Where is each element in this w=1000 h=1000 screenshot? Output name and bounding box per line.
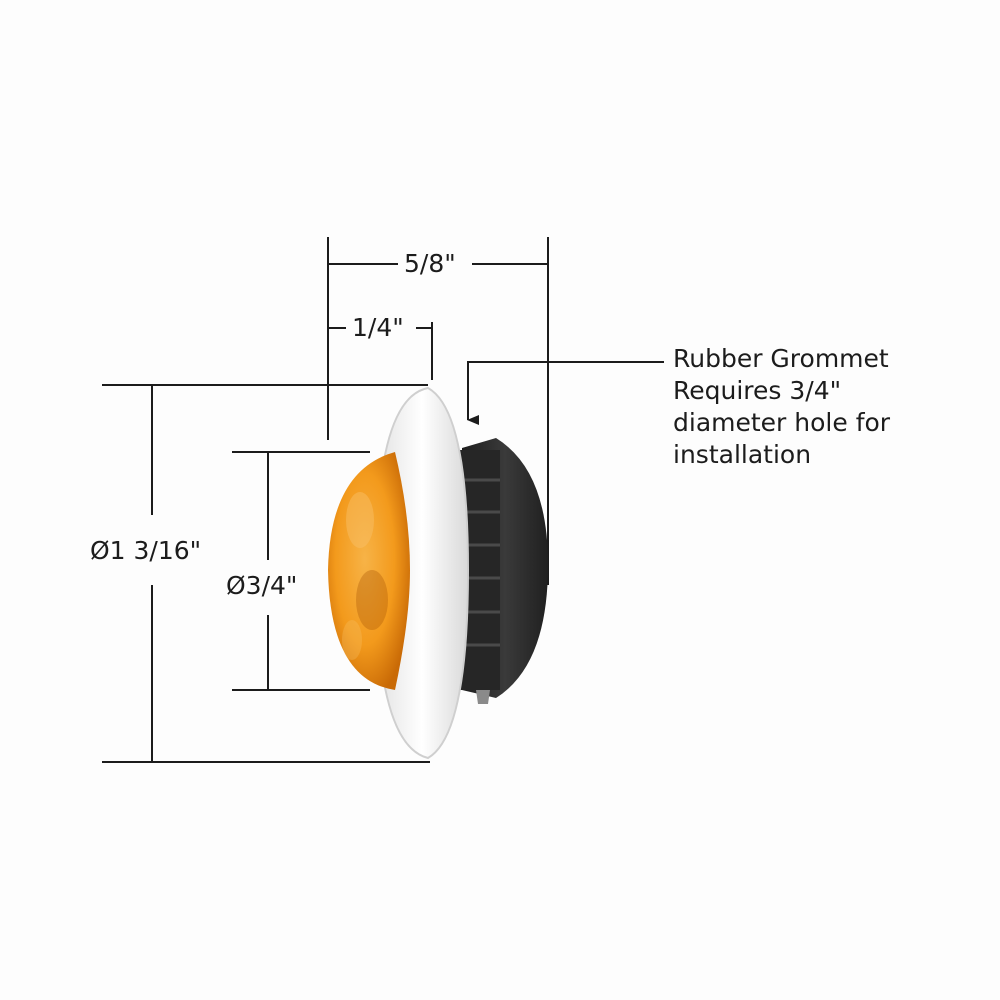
callout-line-1: Rubber Grommet <box>673 344 889 373</box>
lens-diameter-label: Ø3/4" <box>226 571 298 600</box>
rubber-grommet-callout: Rubber Grommet Requires 3/4" diameter ho… <box>673 343 890 471</box>
dimension-lines <box>102 237 664 763</box>
bezel-depth-label: 1/4" <box>352 313 404 342</box>
callout-line-4: installation <box>673 440 812 469</box>
callout-line-2: Requires 3/4" <box>673 376 842 405</box>
bezel-diameter-label: Ø1 3/16" <box>90 536 202 565</box>
callout-line-3: diameter hole for <box>673 408 891 437</box>
overall-depth-label: 5/8" <box>404 249 456 278</box>
callout-leader-line <box>467 361 664 425</box>
amber-lens <box>328 452 410 690</box>
rubber-grommet <box>458 438 548 704</box>
